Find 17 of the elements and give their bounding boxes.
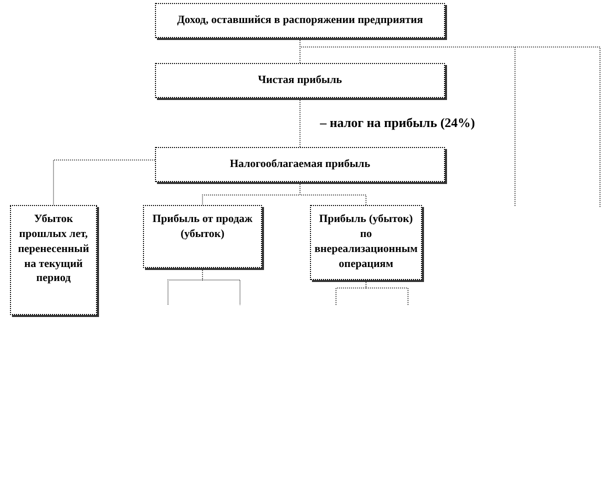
box-label: Чистая прибыль [258, 73, 342, 88]
process-box [155, 3, 445, 38]
edge-label: – налог на прибыль (24%) [318, 115, 477, 131]
box-label: Прибыль от продаж (убыток) [151, 212, 254, 242]
connector-line [366, 280, 408, 306]
process-box [155, 147, 445, 182]
process-box [310, 205, 422, 280]
connector-line [53, 160, 156, 206]
process-box [143, 205, 262, 268]
box-label: Налогооблагаемая прибыль [230, 157, 370, 172]
process-box [10, 205, 97, 315]
connector-line [300, 182, 366, 206]
connector-line [202, 268, 240, 306]
box-label: Убыток прошлых лет, перенесенный на текущий период [16, 212, 90, 286]
box-label: Прибыль (убыток) по внереализационным операциям [314, 212, 418, 272]
process-box [155, 63, 445, 98]
box-label: Доход, оставшийся в распоряжении предприятия [177, 13, 423, 28]
